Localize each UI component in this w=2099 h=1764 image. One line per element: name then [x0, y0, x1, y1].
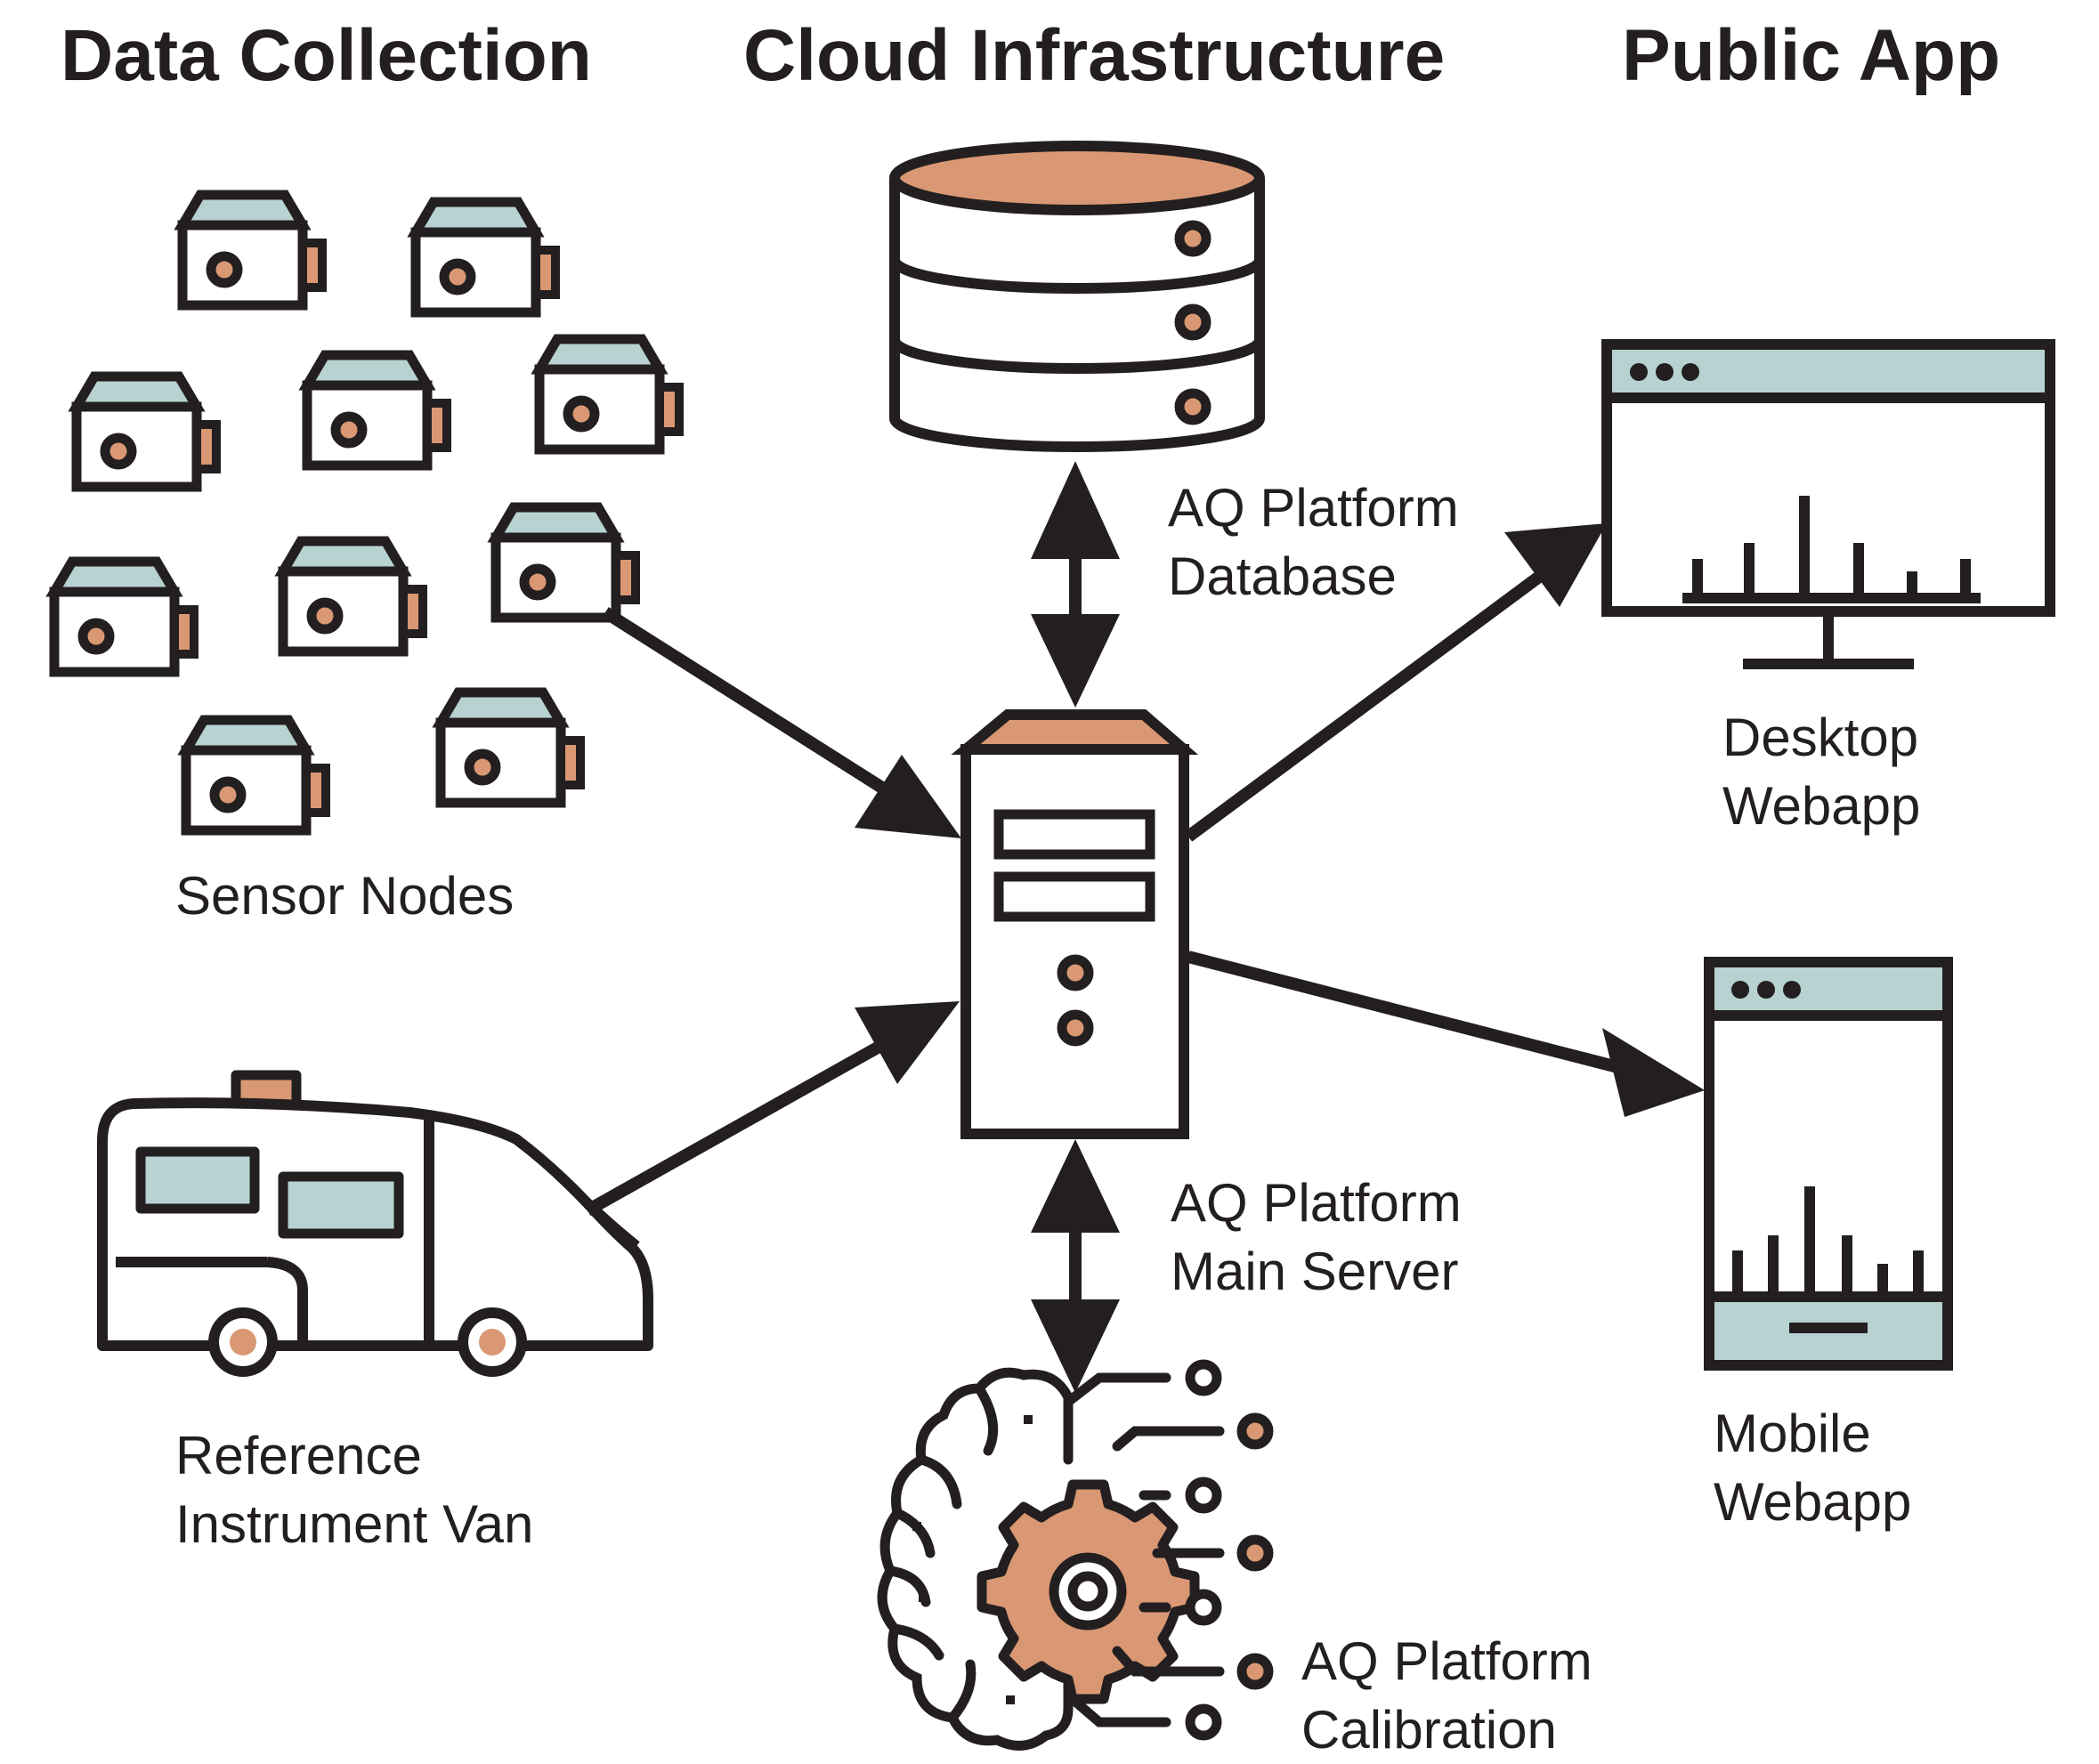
label-main-server: AQ Platform Main Server	[1171, 1169, 1462, 1306]
label-database: AQ Platform Database	[1168, 473, 1459, 611]
label-line: Main Server	[1171, 1242, 1459, 1301]
database-icon	[889, 141, 1265, 452]
van-icon	[97, 1070, 653, 1377]
arrowhead	[1504, 523, 1607, 607]
server-icon	[951, 709, 1199, 1139]
header-data-collection: Data Collection	[61, 15, 592, 96]
server-desktop-arrow	[1184, 551, 1571, 842]
sensor-node-icon	[182, 195, 322, 305]
arrowhead	[1031, 1139, 1120, 1233]
sensors-server-arrow	[602, 607, 925, 818]
label-line: Reference	[175, 1426, 422, 1485]
label-line: AQ Platform	[1171, 1173, 1462, 1233]
arrowhead	[1602, 1028, 1705, 1117]
mobile-phone-icon	[1704, 957, 1953, 1371]
label-sensor-nodes: Sensor Nodes	[175, 866, 515, 926]
label-reference-van: Reference Instrument Van	[175, 1421, 533, 1558]
label-line: Mobile	[1714, 1404, 1871, 1463]
sensor-node-icon	[77, 376, 216, 487]
header-public-app: Public App	[1622, 15, 2001, 96]
van-server-arrow	[584, 1022, 916, 1217]
sensor-node-icon	[416, 202, 555, 312]
label-line: Instrument Van	[175, 1494, 534, 1554]
label-line: AQ Platform	[1168, 478, 1459, 538]
sensor-node-icon	[539, 339, 679, 449]
sensor-node-icon	[496, 507, 636, 618]
label-line: AQ Platform	[1301, 1631, 1592, 1691]
sensor-node-icon	[307, 355, 447, 465]
sensor-nodes-cluster	[54, 195, 679, 830]
sensor-node-icon	[441, 692, 580, 803]
arrows	[584, 461, 1705, 1393]
label-line: Desktop	[1722, 708, 1919, 767]
sensor-node-icon	[283, 541, 423, 651]
label-desktop-webapp: Desktop Webapp	[1722, 703, 1920, 840]
arrowhead	[855, 755, 961, 838]
label-line: Webapp	[1722, 776, 1921, 836]
label-line: Webapp	[1714, 1472, 1912, 1532]
brain-gear-icon	[877, 1359, 1274, 1751]
arrowhead	[1031, 1299, 1120, 1393]
label-line: Calibration	[1301, 1700, 1557, 1760]
desktop-monitor-icon	[1601, 339, 2055, 669]
arrowhead	[1031, 461, 1120, 559]
server-mobile-arrow	[1187, 951, 1657, 1083]
arrowhead	[1031, 614, 1120, 708]
label-line: Database	[1168, 546, 1397, 606]
header-cloud-infrastructure: Cloud Infrastructure	[743, 15, 1446, 96]
label-calibration: AQ Platform Calibration	[1301, 1627, 1592, 1764]
sensor-node-icon	[54, 562, 194, 672]
sensor-node-icon	[186, 720, 326, 830]
arrowhead	[855, 1001, 960, 1084]
label-mobile-webapp: Mobile Webapp	[1714, 1399, 1911, 1536]
